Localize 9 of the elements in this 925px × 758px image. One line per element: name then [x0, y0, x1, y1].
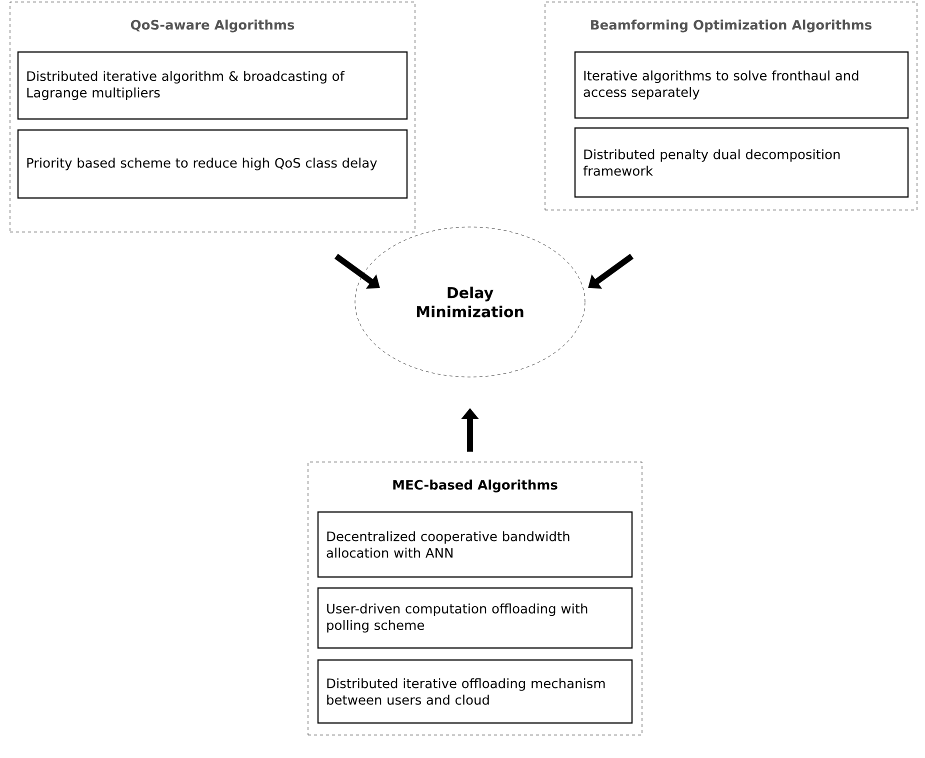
text-box: Distributed iterative algorithm & broadcasting of Lagrange multipliers — [17, 51, 408, 120]
text-box: Iterative algorithms to solve fronthaul and access separately — [574, 51, 909, 119]
text-box: User-driven computation offloading with polling scheme — [317, 587, 633, 649]
text-box: Priority based scheme to reduce high QoS class delay — [17, 129, 408, 199]
arrow — [588, 254, 634, 289]
text-box: Distributed iterative offloading mechanism between users and cloud — [317, 659, 633, 724]
arrow — [334, 254, 380, 289]
text-box: Distributed penalty dual decomposition framework — [574, 127, 909, 198]
text-box: Decentralized cooperative bandwidth allocation with ANN — [317, 511, 633, 578]
